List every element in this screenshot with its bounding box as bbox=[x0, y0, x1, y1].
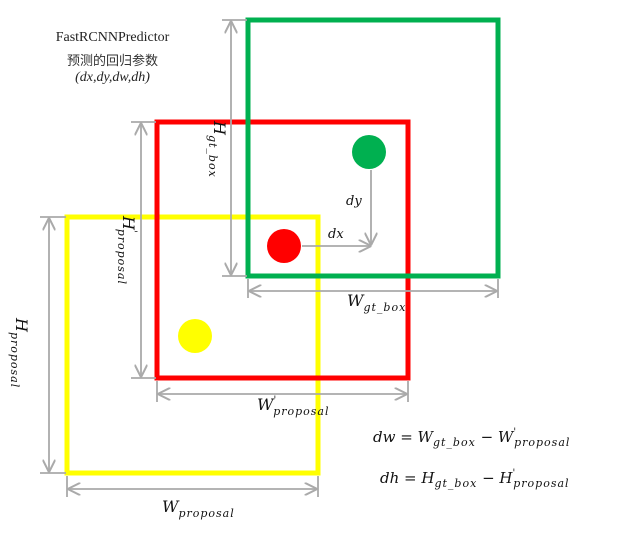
w-gt-label: Wgt_box bbox=[347, 291, 406, 314]
h-prime-label: H'proposal bbox=[115, 215, 138, 285]
h-gt-label: Hgt_box bbox=[206, 120, 229, 178]
gt-box bbox=[245, 17, 501, 279]
gt-box-center-dot bbox=[352, 135, 386, 169]
proposal-prime-box bbox=[154, 119, 411, 381]
dx-label: dx bbox=[328, 227, 344, 242]
w-proposal-label: Wproposal bbox=[162, 497, 235, 520]
dy-label: dy bbox=[346, 194, 362, 209]
proposal-box bbox=[64, 214, 321, 476]
header-subtitle: 预测的回归参数 bbox=[66, 54, 158, 69]
formula-dw: dw = Wgt_box − W'proposal bbox=[373, 427, 570, 449]
h-proposal-label: Hproposal bbox=[8, 317, 31, 388]
header-title: FastRCNNPredictor bbox=[55, 30, 170, 45]
w-prime-label: W'proposal bbox=[257, 395, 330, 418]
proposal-prime-center-dot bbox=[267, 229, 301, 263]
proposal-center-dot bbox=[178, 319, 212, 353]
formula-dh: dh = Hgt_box − H'proposal bbox=[380, 468, 570, 490]
header-params: (dx,dy,dw,dh) bbox=[75, 70, 150, 85]
